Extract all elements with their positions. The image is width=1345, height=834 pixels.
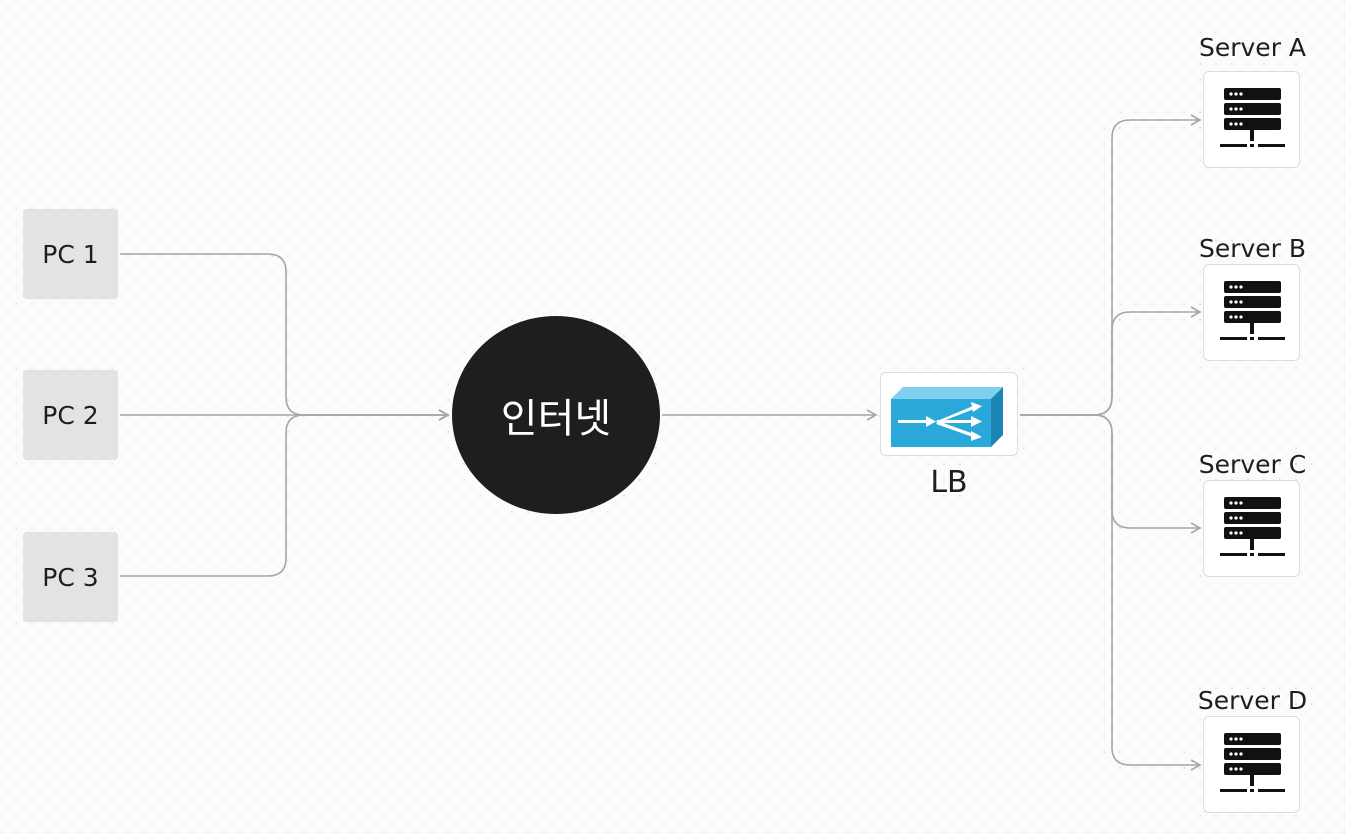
pc-3-label: PC 3 [42,562,99,592]
internet-label: 인터넷 [500,396,612,442]
server-b-node[interactable] [1203,264,1300,361]
server-icon [1220,88,1285,147]
pc-3-node[interactable]: PC 3 [23,532,118,622]
server-d-label: Server D [1197,686,1308,715]
server-a-node[interactable] [1203,71,1300,168]
connector-lb-server-c [1020,414,1202,534]
pc-1-label: PC 1 [42,239,99,269]
server-b-label: Server B [1198,234,1307,263]
pc-2-label: PC 2 [42,400,99,430]
server-c-label: Server C [1198,450,1307,479]
server-d-node[interactable] [1203,716,1300,813]
server-c-node[interactable] [1203,480,1300,577]
server-icon [1220,497,1285,556]
connector-pc1-internet [120,253,450,421]
load-balancer-icon [891,387,1003,447]
server-icon [1220,281,1285,340]
pc-1-node[interactable]: PC 1 [23,209,118,299]
load-balancer-label: LB [930,465,968,500]
internet-node[interactable]: 인터넷 [452,316,660,514]
pc-2-node[interactable]: PC 2 [23,370,118,460]
server-icon [1220,733,1285,792]
connector-lb-server-a [1020,114,1202,416]
load-balancer-node[interactable] [880,372,1018,456]
connector-lb-server-d [1020,414,1202,771]
connector-pc3-internet [120,409,450,577]
connector-lb-server-b [1020,306,1202,416]
server-a-label: Server A [1198,33,1307,62]
